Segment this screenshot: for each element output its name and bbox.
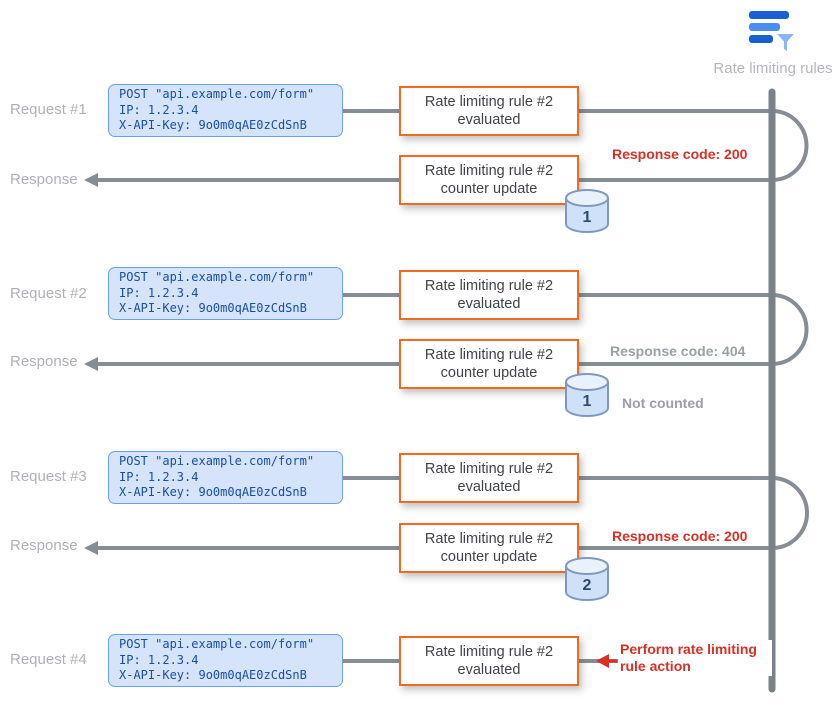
rule-evaluated-box-4: Rate limiting rule #2 evaluated — [399, 636, 579, 686]
rule-name: Rate limiting rule #2 — [424, 278, 554, 294]
rule-evaluated-box-1: Rate limiting rule #2 evaluated — [399, 86, 579, 136]
counter-value-3: 2 — [583, 577, 592, 594]
label-response-2: Response — [10, 353, 78, 370]
request-method-line: POST "api.example.com/form" — [119, 270, 315, 285]
request-method-line: POST "api.example.com/form" — [119, 454, 315, 469]
counter-update-box-1: Rate limiting rule #2 counter update — [399, 155, 579, 205]
rule-step: counter update — [440, 365, 538, 381]
label-request-3: Request #3 — [10, 468, 87, 485]
counter-update-box-2: Rate limiting rule #2 counter update — [399, 339, 579, 389]
rule-step: evaluated — [457, 296, 521, 312]
request-ip-line: IP: 1.2.3.4 — [119, 469, 199, 484]
request-lines — [343, 109, 770, 663]
rule-name: Rate limiting rule #2 — [424, 94, 554, 110]
request-ip-line: IP: 1.2.3.4 — [119, 102, 199, 117]
annotation-final-action: Perform rate limiting rule action — [618, 640, 772, 676]
response-lines — [97, 178, 770, 550]
request-payload-box-1: POST "api.example.com/form" IP: 1.2.3.4 … — [108, 84, 343, 137]
request-ip-line: IP: 1.2.3.4 — [119, 652, 199, 667]
request-apikey-line: X-API-Key: 9o0m0qAE0zCdSnB — [119, 668, 307, 683]
counter-value-1: 1 — [583, 209, 592, 226]
label-request-4: Request #4 — [10, 651, 87, 668]
annotation-response-code-2: Response code: 404 — [610, 343, 746, 359]
rule-name: Rate limiting rule #2 — [424, 644, 554, 660]
response-arrow-icon — [84, 173, 98, 555]
lifeline-arcs — [771, 109, 809, 550]
rule-name: Rate limiting rule #2 — [424, 531, 554, 547]
request-apikey-line: X-API-Key: 9o0m0qAE0zCdSnB — [119, 485, 307, 500]
request-apikey-line: X-API-Key: 9o0m0qAE0zCdSnB — [119, 118, 307, 133]
rule-step: counter update — [440, 181, 538, 197]
request-apikey-line: X-API-Key: 9o0m0qAE0zCdSnB — [119, 301, 307, 316]
rule-step: evaluated — [457, 479, 521, 495]
rate-limiting-rules-icon — [745, 4, 799, 63]
request-ip-line: IP: 1.2.3.4 — [119, 285, 199, 300]
annotation-response-code-3: Response code: 200 — [612, 528, 748, 544]
rule-evaluated-box-2: Rate limiting rule #2 evaluated — [399, 270, 579, 320]
request-payload-box-2: POST "api.example.com/form" IP: 1.2.3.4 … — [108, 267, 343, 320]
annotation-response-code-1: Response code: 200 — [612, 146, 748, 162]
rule-name: Rate limiting rule #2 — [424, 163, 554, 179]
counter-update-box-3: Rate limiting rule #2 counter update — [399, 523, 579, 573]
counter-database-icon: 2 — [563, 556, 611, 609]
request-payload-box-3: POST "api.example.com/form" IP: 1.2.3.4 … — [108, 451, 343, 504]
counter-value-2: 1 — [583, 393, 592, 410]
label-response-1: Response — [10, 171, 78, 188]
annotation-not-counted: Not counted — [622, 395, 704, 411]
rule-step: evaluated — [457, 662, 521, 678]
counter-database-icon: 1 — [563, 372, 611, 425]
rule-step: counter update — [440, 549, 538, 565]
label-response-3: Response — [10, 537, 78, 554]
request-payload-box-4: POST "api.example.com/form" IP: 1.2.3.4 … — [108, 634, 343, 687]
lifeline-label: Rate limiting rules — [713, 60, 833, 77]
request-method-line: POST "api.example.com/form" — [119, 637, 315, 652]
rule-name: Rate limiting rule #2 — [424, 347, 554, 363]
rule-evaluated-box-3: Rate limiting rule #2 evaluated — [399, 453, 579, 503]
rule-name: Rate limiting rule #2 — [424, 461, 554, 477]
action-arrow-icon — [596, 654, 617, 668]
request-method-line: POST "api.example.com/form" — [119, 87, 315, 102]
label-request-1: Request #1 — [10, 101, 87, 118]
label-request-2: Request #2 — [10, 285, 87, 302]
rule-step: evaluated — [457, 112, 521, 128]
counter-database-icon: 1 — [563, 188, 611, 241]
